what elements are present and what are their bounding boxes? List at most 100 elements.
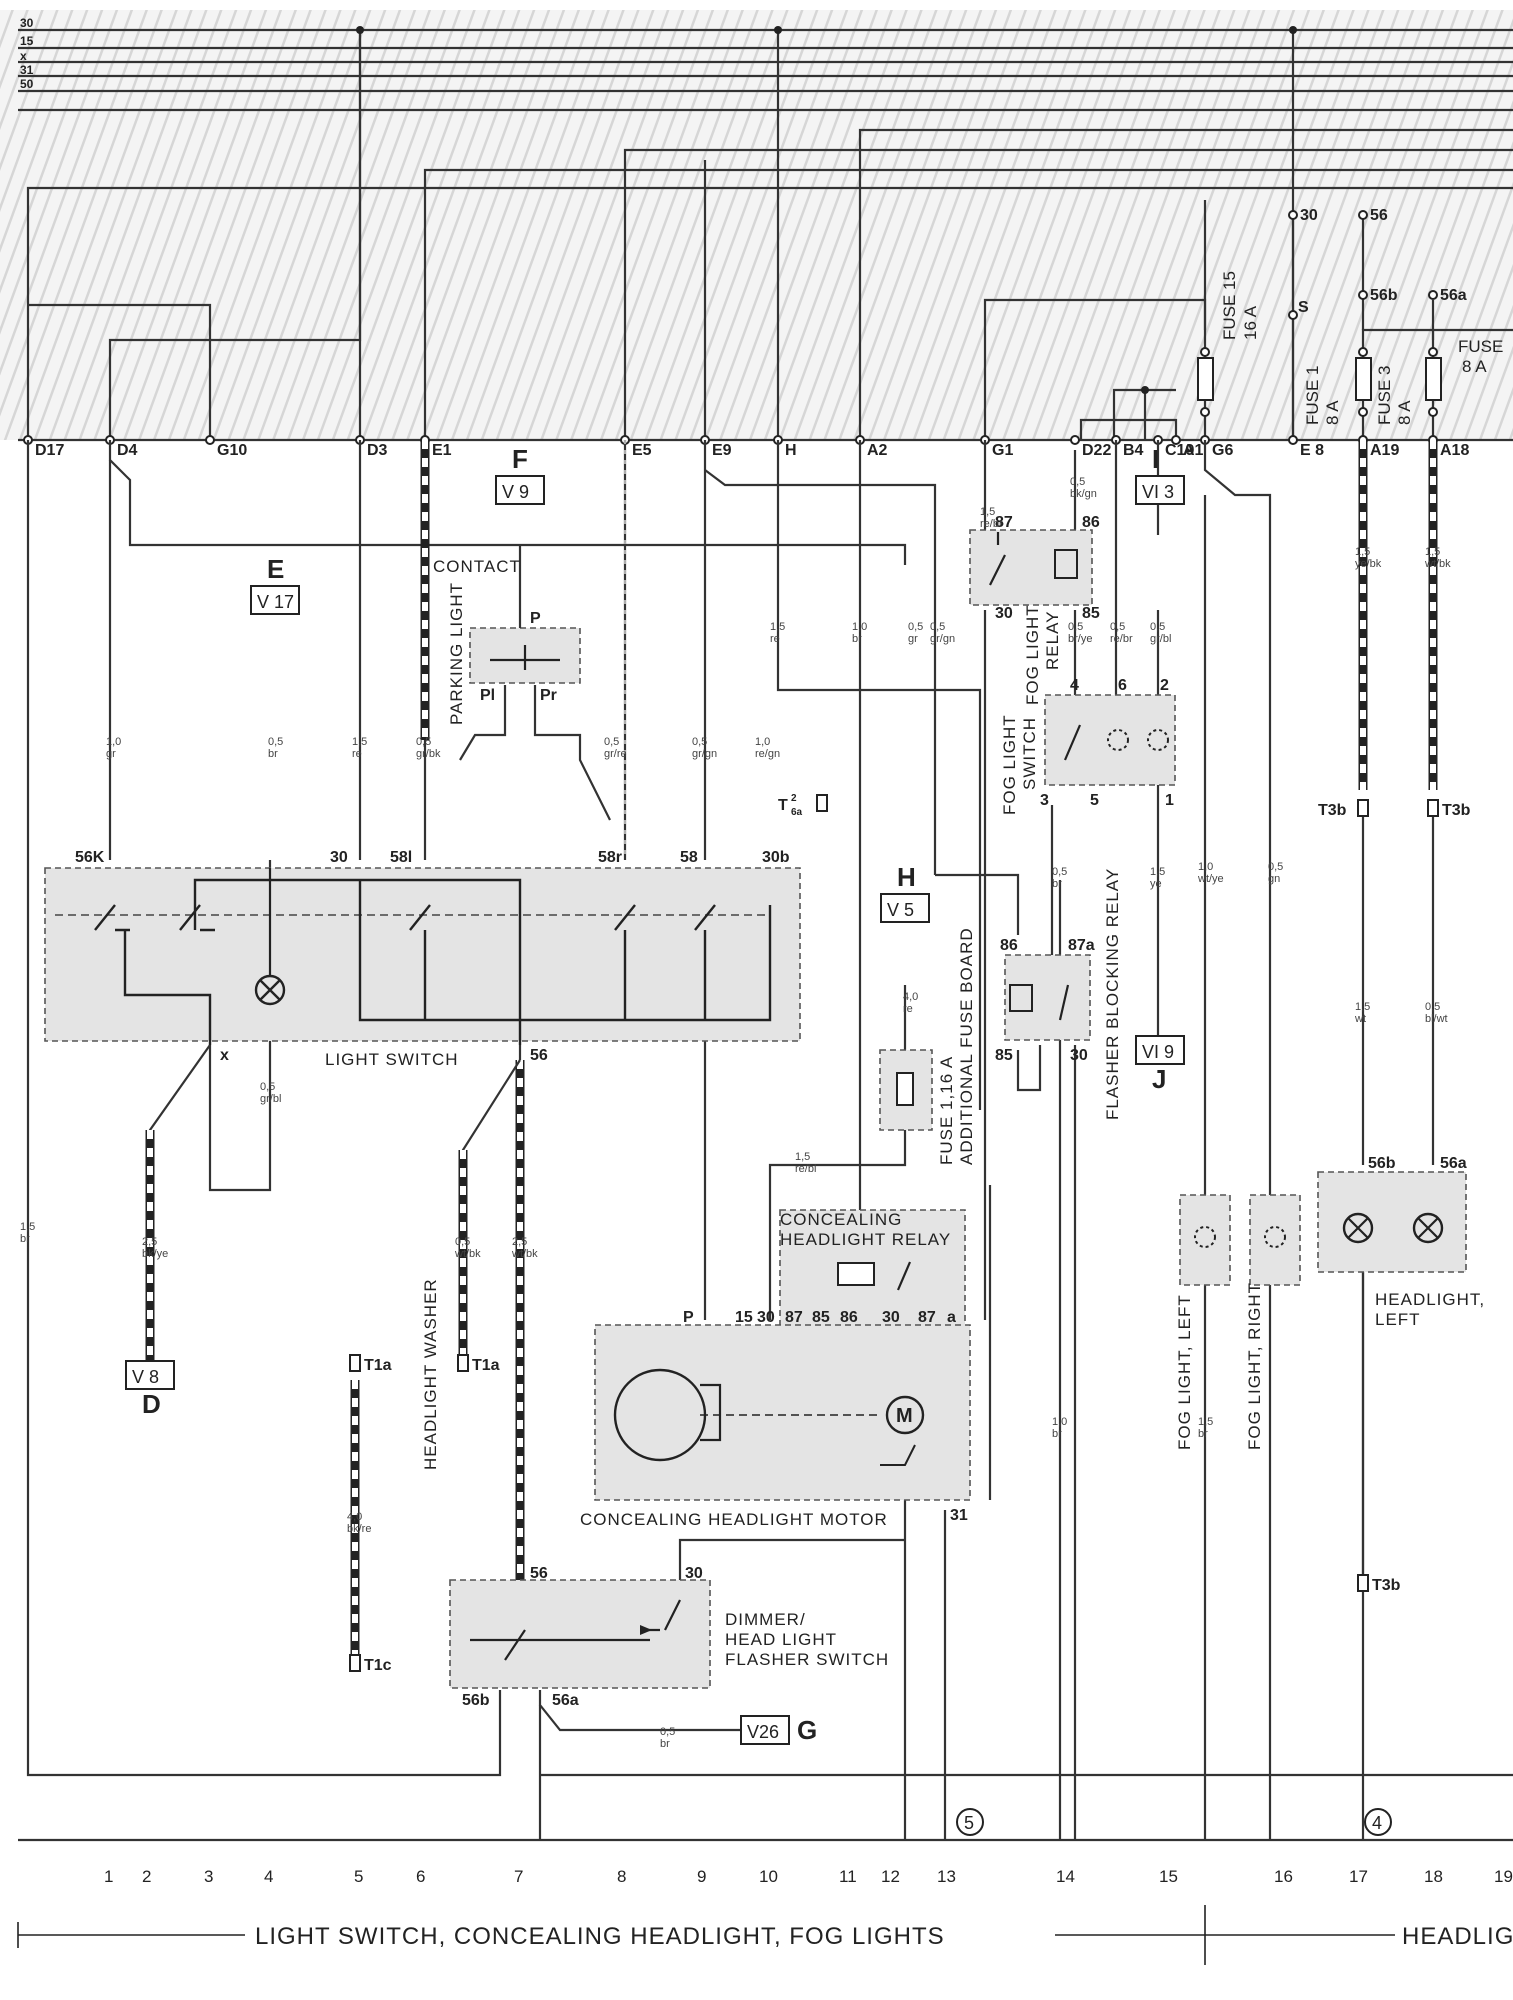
motor-pin-86: 86 bbox=[840, 1309, 858, 1326]
wire-size-label: 1,0 bbox=[755, 736, 770, 748]
wire-size-label: 0,5 bbox=[1268, 861, 1283, 873]
wire-size-label: 1,5 bbox=[1150, 866, 1165, 878]
wire-runs bbox=[18, 440, 1513, 1842]
wire-color-label: gr/bk bbox=[416, 748, 441, 760]
wire-color-label: br bbox=[1052, 878, 1062, 890]
switch-pin-58l: 58l bbox=[390, 849, 412, 866]
wire-color-label: re/gn bbox=[755, 748, 780, 760]
parking-pin-pr: Pr bbox=[540, 687, 557, 704]
connector-label: E 8 bbox=[1300, 442, 1324, 459]
wire-color-label: gr/bl bbox=[1150, 633, 1171, 645]
column-number: 18 bbox=[1424, 1867, 1443, 1886]
wire-size-label: 4,0 bbox=[903, 991, 918, 1003]
reference-code: V 5 bbox=[887, 900, 914, 920]
headlight-left-label-1: HEADLIGHT, bbox=[1375, 1290, 1485, 1309]
parking-contact-label: CONTACT bbox=[433, 557, 521, 576]
reference-letter: J bbox=[1152, 1064, 1166, 1094]
wire-color-label: wt/bk bbox=[454, 1248, 481, 1260]
connector-label: D4 bbox=[117, 442, 138, 459]
connector-t1a-right: T1a bbox=[472, 1357, 500, 1374]
wire-color-label: br bbox=[660, 1738, 670, 1750]
reference-letter: D bbox=[142, 1389, 161, 1419]
wire-color-label: re bbox=[770, 633, 780, 645]
wire-size-label: 1,5 bbox=[352, 736, 367, 748]
fog-relay-pin-87: 87 bbox=[995, 514, 1013, 531]
wire-color-label: gr bbox=[908, 633, 918, 645]
parking-light-label: PARKING LIGHT bbox=[447, 582, 466, 725]
fuse-right-label: FUSE bbox=[1458, 337, 1503, 356]
reference-box: V 8D bbox=[125, 1360, 175, 1419]
additional-fuse-rating: FUSE 1,16 A bbox=[937, 1056, 956, 1165]
connector-label: A2 bbox=[867, 442, 888, 459]
wire-size-label: 4,0 bbox=[347, 1511, 362, 1523]
column-number: 16 bbox=[1274, 1867, 1293, 1886]
dimmer-pin-56a: 56a bbox=[552, 1692, 579, 1709]
dimmer-pin-30: 30 bbox=[685, 1565, 703, 1582]
fusebox-terminal-56b: 56b bbox=[1370, 287, 1398, 304]
dimmer-pin-56b: 56b bbox=[462, 1692, 490, 1709]
switch-pin-56k: 56K bbox=[75, 849, 105, 866]
wire-size-label: 0,5 bbox=[1150, 621, 1165, 633]
wire-size-label: 1,0 bbox=[852, 621, 867, 633]
headlight-washer-label: HEADLIGHT WASHER bbox=[421, 1278, 440, 1470]
column-number: 2 bbox=[142, 1867, 151, 1886]
reference-letter: G bbox=[797, 1715, 817, 1745]
dimmer-label-3: FLASHER SWITCH bbox=[725, 1650, 889, 1669]
wire-color-label: re bbox=[903, 1003, 913, 1015]
wire-size-label: 2,5 bbox=[512, 1236, 527, 1248]
fuse-3-label: FUSE 3 bbox=[1375, 365, 1394, 425]
fog-switch-label-2: SWITCH bbox=[1020, 717, 1039, 790]
column-number: 8 bbox=[617, 1867, 626, 1886]
connector-t3b-a18: T3b bbox=[1442, 802, 1471, 819]
wire-size-label: 1,5 bbox=[980, 506, 995, 518]
flasher-pin-87a: 87a bbox=[1068, 937, 1095, 954]
wire-size-label: 1,0 bbox=[106, 736, 121, 748]
wire-size-label: 1,5 bbox=[1355, 546, 1370, 558]
wire-size-label: 0,5 bbox=[268, 736, 283, 748]
light-switch-label: LIGHT SWITCH bbox=[325, 1050, 459, 1069]
fog-relay-pin-85: 85 bbox=[1082, 605, 1100, 622]
bus-label-15: 15 bbox=[20, 34, 34, 48]
additional-fuse-board-label: ADDITIONAL FUSE BOARD bbox=[957, 927, 976, 1165]
connector-label: A1 bbox=[1183, 442, 1204, 459]
fuse-15-rating: 16 A bbox=[1241, 305, 1260, 340]
motor-pin-87a: 87 bbox=[785, 1309, 803, 1326]
bus-label-30: 30 bbox=[20, 16, 34, 30]
switch-pin-58: 58 bbox=[680, 849, 698, 866]
wire-color-label: br bbox=[268, 748, 278, 760]
parking-light-contact: P Pl Pr CONTACT PARKING LIGHT bbox=[433, 545, 611, 821]
reference-box: V 5H bbox=[880, 862, 930, 923]
wire-color-label: gr bbox=[106, 748, 116, 760]
fuse-3-rating: 8 A bbox=[1395, 400, 1414, 425]
column-number: 1 bbox=[104, 1867, 113, 1886]
connector-label: A18 bbox=[1440, 442, 1469, 459]
concealing-motor-label: CONCEALING HEADLIGHT MOTOR bbox=[580, 1510, 888, 1529]
fog-switch-pin-6: 6 bbox=[1118, 677, 1127, 694]
central-electric-area bbox=[0, 10, 1513, 440]
parking-pin-p: P bbox=[530, 610, 541, 627]
reference-letter: I bbox=[1152, 444, 1159, 474]
column-number: 10 bbox=[759, 1867, 778, 1886]
concealing-headlight-motor: M CONCEALING HEADLIGHT RELAY CONCEALING … bbox=[580, 1209, 971, 1529]
fog-light-right-label: FOG LIGHT, RIGHT bbox=[1245, 1282, 1264, 1450]
motor-pin-30a: 30 bbox=[757, 1309, 775, 1326]
headlight-pin-56a: 56a bbox=[1440, 1155, 1467, 1172]
wire-color-label: bk/re bbox=[347, 1523, 371, 1535]
connector-label: A19 bbox=[1370, 442, 1399, 459]
connector-label: C19 bbox=[1165, 442, 1194, 459]
wire-color-label: wt bbox=[1354, 1013, 1366, 1025]
wire-color-label: re bbox=[352, 748, 362, 760]
reference-code: V 17 bbox=[257, 592, 294, 612]
wire-color-label: re/br bbox=[980, 518, 1003, 530]
fuse-1-label: FUSE 1 bbox=[1303, 365, 1322, 425]
connector-terminal bbox=[1288, 435, 1298, 445]
wire-size-label: 1,5 bbox=[1425, 546, 1440, 558]
fog-relay-label-2: RELAY bbox=[1043, 611, 1062, 671]
fog-lights-headlight: 56b 56a FOG LIGHT, LEFT FOG LIGHT, RIGHT… bbox=[421, 1155, 1485, 1470]
column-number: 9 bbox=[697, 1867, 706, 1886]
motor-pin-p: P bbox=[683, 1309, 694, 1326]
wire-size-label: 1,0 bbox=[1198, 861, 1213, 873]
light-switch: LIGHT SWITCH 56K 30 58l 58r 58 30b x 56 bbox=[44, 849, 801, 1069]
